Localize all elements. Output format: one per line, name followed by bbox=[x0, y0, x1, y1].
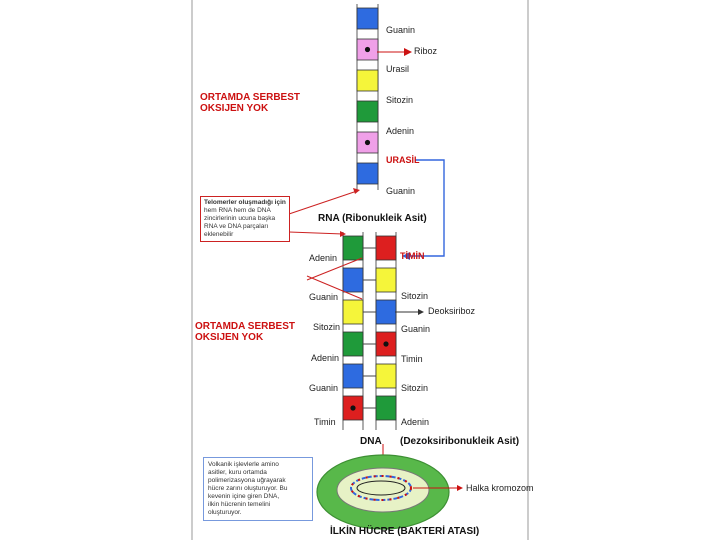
telomer-note-line-2: hem RNA hem de DNA bbox=[204, 207, 286, 215]
dna-right-base-5 bbox=[376, 364, 396, 388]
cell-title: İLKİN HÜCRE (BAKTERİ ATASI) bbox=[330, 526, 479, 537]
dna-right-label-4: Timin bbox=[401, 354, 423, 364]
dna-title-long: (Dezoksiribonukleik Asit) bbox=[400, 436, 519, 447]
chromosome-arrow-head bbox=[457, 485, 463, 491]
rna-base-label-4: Adenin bbox=[386, 126, 414, 136]
deoksiriboz-label: Deoksiriboz bbox=[428, 306, 475, 316]
dna-right-label-6: Adenin bbox=[401, 417, 429, 427]
rna-base-5-dot bbox=[365, 140, 370, 145]
oxygen-heading-mid-line1: ORTAMDA SERBEST bbox=[195, 321, 295, 332]
telomer-note: Telomerler oluşmadığı için hem RNA hem d… bbox=[200, 196, 290, 242]
rna-base-6 bbox=[357, 163, 378, 184]
dna-left-label-3: Sitozin bbox=[313, 322, 340, 332]
rna-base-label-6: Guanin bbox=[386, 186, 415, 196]
telomer-arrow-upper-head bbox=[353, 188, 360, 194]
dna-right-base-4-dot bbox=[383, 341, 388, 346]
dna-left-label-4: Adenin bbox=[311, 353, 339, 363]
uracil-thymine-link bbox=[408, 160, 444, 256]
riboz-label: Riboz bbox=[414, 46, 437, 56]
oxygen-heading-mid-line2: OKSIJEN YOK bbox=[195, 332, 295, 343]
dna-left-label-6: Timin bbox=[314, 417, 336, 427]
volcanic-note-line-3: polimerizasyona uğrayarak bbox=[208, 477, 308, 485]
dna-strand bbox=[343, 232, 396, 430]
oxygen-heading-top-line2: OKSIJEN YOK bbox=[200, 103, 300, 114]
oxygen-heading-top: ORTAMDA SERBEST OKSIJEN YOK bbox=[200, 92, 300, 114]
dna-right-base-3 bbox=[376, 300, 396, 324]
rna-base-1 bbox=[357, 8, 378, 29]
dna-left-label-1: Adenin bbox=[309, 253, 337, 263]
dna-right-label-2: Sitozin bbox=[401, 291, 428, 301]
dna-right-base-1 bbox=[376, 236, 396, 260]
primitive-cell bbox=[317, 455, 463, 529]
rna-base-3 bbox=[357, 70, 378, 91]
dna-left-label-2: Guanin bbox=[309, 292, 338, 302]
volcanic-note-line-6: ilkin hücrenin temelini bbox=[208, 501, 308, 509]
dna-left-base-6-dot bbox=[350, 405, 355, 410]
rna-base-label-2: Urasil bbox=[386, 64, 409, 74]
volcanic-note-line-7: oluşturuyor. bbox=[208, 509, 308, 517]
volcanic-note-line-2: asitler, kuru ortamda bbox=[208, 469, 308, 477]
telomer-arrow-lower bbox=[289, 232, 343, 234]
rna-base-label-3: Sitozin bbox=[386, 95, 413, 105]
rna-strand bbox=[357, 4, 378, 190]
rna-base-label-5: URASİL bbox=[386, 155, 420, 165]
rna-title: RNA (Ribonukleik Asit) bbox=[318, 213, 427, 224]
volcanic-note: Volkanik işlevlerle amino asitler, kuru … bbox=[203, 457, 313, 521]
volcanic-note-line-5: kevenin içine giren DNA, bbox=[208, 493, 308, 501]
dna-left-base-2 bbox=[343, 268, 363, 292]
dna-left-label-5: Guanin bbox=[309, 383, 338, 393]
rna-base-label-1: Guanin bbox=[386, 25, 415, 35]
telomer-arrow-upper bbox=[289, 191, 357, 214]
dna-right-base-6 bbox=[376, 396, 396, 420]
volcanic-note-line-1: Volkanik işlevlerle amino bbox=[208, 461, 308, 469]
deoksiriboz-arrow-head bbox=[418, 309, 424, 315]
oxygen-heading-mid: ORTAMDA SERBEST OKSIJEN YOK bbox=[195, 321, 295, 343]
ring-chromosome-label: Halka kromozom bbox=[466, 483, 534, 493]
oxygen-heading-top-line1: ORTAMDA SERBEST bbox=[200, 92, 300, 103]
dna-right-label-3: Guanin bbox=[401, 324, 430, 334]
dna-title-short: DNA bbox=[360, 436, 382, 447]
dna-left-base-3 bbox=[343, 300, 363, 324]
dna-left-base-5 bbox=[343, 364, 363, 388]
riboz-arrow-head bbox=[404, 48, 412, 56]
rna-base-4 bbox=[357, 101, 378, 122]
dna-right-base-2 bbox=[376, 268, 396, 292]
telomer-note-line-1: Telomerler oluşmadığı için bbox=[204, 199, 286, 207]
telomer-note-line-5: eklenebilir bbox=[204, 231, 286, 239]
telomer-note-line-4: RNA ve DNA parçaları bbox=[204, 223, 286, 231]
dna-left-base-1 bbox=[343, 236, 363, 260]
dna-left-base-4 bbox=[343, 332, 363, 356]
telomer-note-line-3: zincirlerinin ucuna başka bbox=[204, 215, 286, 223]
dna-right-label-5: Sitozin bbox=[401, 383, 428, 393]
volcanic-note-line-4: hücre zarını oluşturuyor. Bu bbox=[208, 485, 308, 493]
dna-right-label-1: TİMİN bbox=[400, 251, 425, 261]
rna-base-2-dot bbox=[365, 47, 370, 52]
